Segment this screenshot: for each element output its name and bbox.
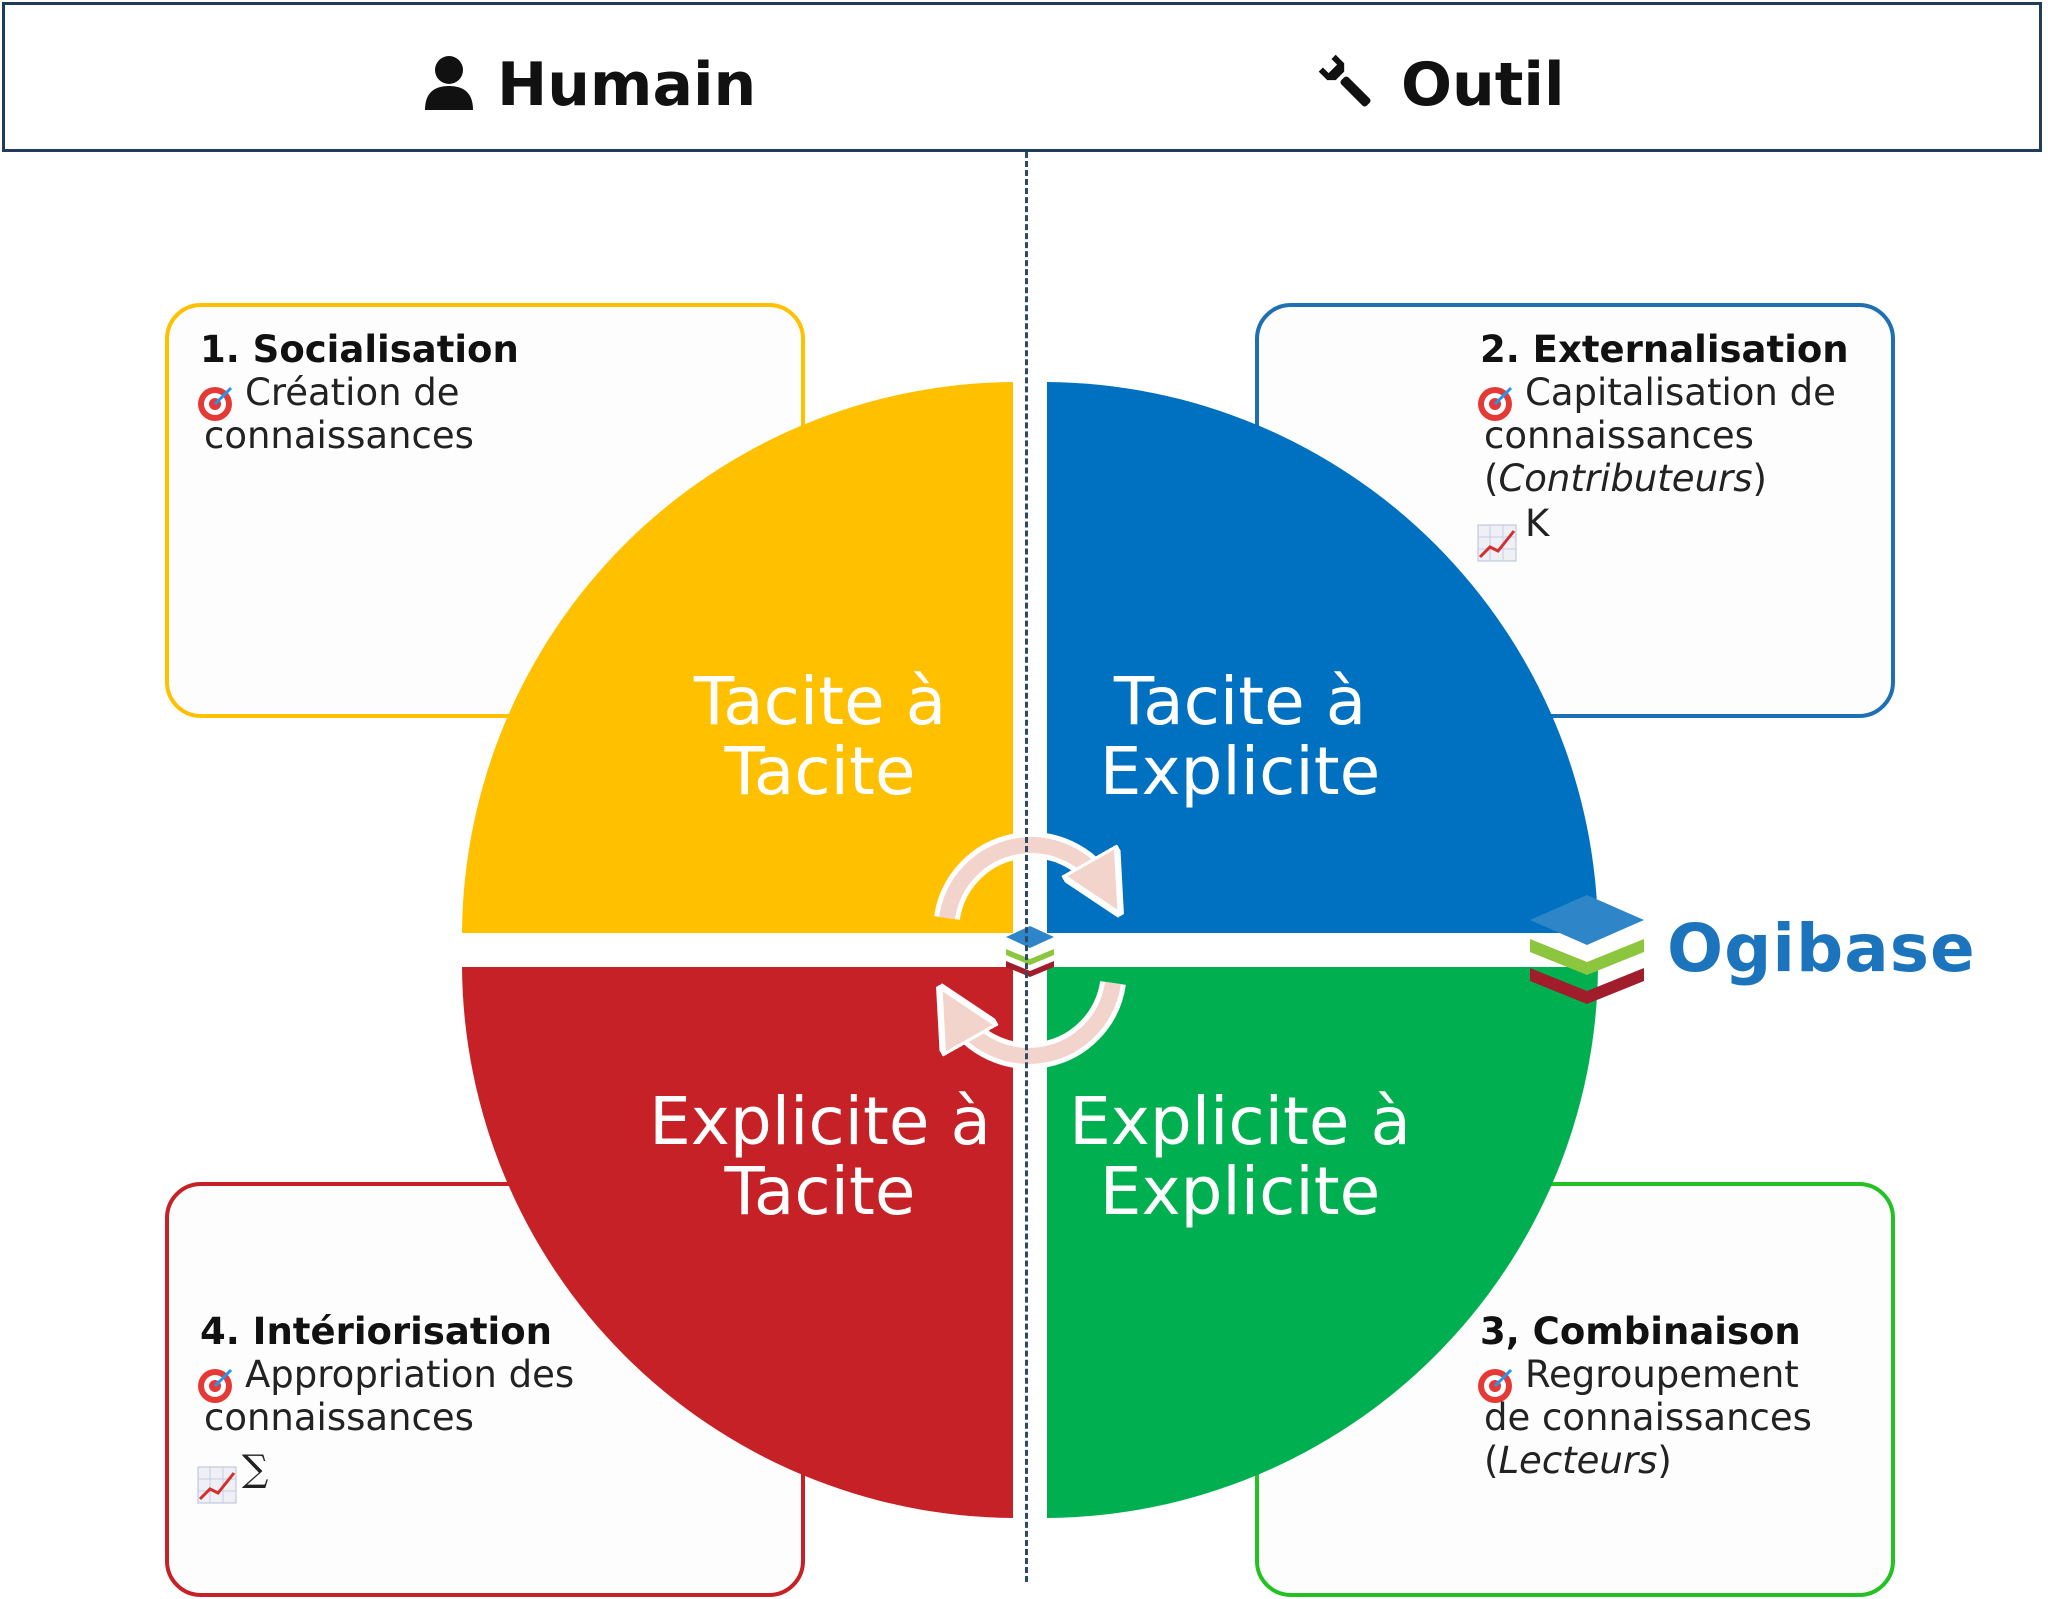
interiorisation-goal-line1: Appropriation des — [245, 1353, 575, 1396]
paren-open: ( — [1484, 1439, 1499, 1482]
header-humain-label: Humain — [497, 50, 757, 120]
combinaison-goal-line1: Regroupement — [1525, 1353, 1799, 1396]
quadrant-label-explicite-tacite: Explicite à Tacite — [645, 1087, 995, 1227]
quadrant-label-tacite-explicite: Tacite à Explicite — [1085, 667, 1395, 807]
quadrant-tacite-explicite — [1047, 382, 1598, 933]
quadrant-tacite-tacite — [462, 382, 1013, 933]
combinaison-content: 3, Combinaison Regroupement de connaissa… — [1480, 1310, 1812, 1482]
target-icon — [1478, 1368, 1513, 1403]
quadrant-label-explicite-explicite: Explicite à Explicite — [1065, 1087, 1415, 1227]
user-icon — [423, 54, 475, 117]
combinaison-goal-line2: de connaissances — [1484, 1396, 1812, 1439]
quadrant-label-line2: Tacite — [724, 1153, 916, 1230]
paren-open: ( — [1484, 457, 1499, 500]
cycle-arrows-icon — [934, 832, 1126, 1069]
target-icon — [1478, 386, 1513, 421]
combinaison-title: 3, Combinaison — [1480, 1310, 1801, 1353]
interiorisation-content: 4. Intériorisation Appropriation des con… — [200, 1310, 574, 1490]
target-icon — [198, 1368, 233, 1403]
quadrant-label-line2: Explicite — [1099, 733, 1381, 810]
socialisation-content: 1. Socialisation Création de connaissanc… — [200, 328, 519, 457]
socialisation-goal-line2: connaissances — [204, 414, 474, 457]
ogibase-logo-icon — [1530, 895, 1644, 1004]
chart-trend-icon — [197, 1466, 237, 1504]
header-outil: Outil — [1315, 45, 1565, 125]
header-outil-label: Outil — [1401, 50, 1565, 120]
interiorisation-goal-line2: connaissances — [204, 1396, 474, 1439]
quadrant-label-line1: Tacite à — [693, 663, 947, 740]
quadrant-label-tacite-tacite: Tacite à Tacite — [665, 667, 975, 807]
externalisation-metric: K — [1525, 502, 1550, 545]
ogibase-center-logo — [1006, 926, 1054, 977]
target-icon — [198, 386, 233, 421]
paren-close: ) — [1657, 1439, 1672, 1482]
externalisation-content: 2. Externalisation Capitalisation de con… — [1480, 328, 1849, 545]
wrench-icon — [1315, 51, 1379, 120]
quadrant-label-line1: Explicite à — [649, 1083, 991, 1160]
interiorisation-title: 4. Intériorisation — [200, 1310, 552, 1353]
quadrant-explicite-tacite — [462, 967, 1013, 1518]
externalisation-goal-line3: (Contributeurs) — [1480, 457, 1849, 500]
paren-close: ) — [1752, 457, 1767, 500]
externalisation-goal-line1: Capitalisation de — [1525, 371, 1836, 414]
combinaison-goal-line3: (Lecteurs) — [1480, 1439, 1812, 1482]
contributeurs-text: Contributeurs — [1498, 457, 1753, 500]
header-bar: Humain Outil — [2, 2, 2042, 152]
externalisation-title: 2. Externalisation — [1480, 328, 1849, 371]
quadrant-explicite-explicite — [1047, 967, 1598, 1518]
socialisation-goal-line1: Création de — [245, 371, 460, 414]
quadrant-label-line2: Tacite — [724, 733, 916, 810]
chart-trend-icon — [1477, 524, 1517, 562]
center-divider — [1025, 152, 1028, 1582]
header-humain: Humain — [423, 45, 756, 125]
quadrant-label-line1: Explicite à — [1069, 1083, 1411, 1160]
interiorisation-metric: ∑ — [242, 1447, 269, 1490]
socialisation-title: 1. Socialisation — [200, 328, 519, 371]
ogibase-logo-text: Ogibase — [1667, 910, 1976, 987]
lecteurs-text: Lecteurs — [1498, 1439, 1658, 1482]
quadrant-label-line1: Tacite à — [1113, 663, 1367, 740]
externalisation-goal-line2: connaissances — [1484, 414, 1754, 457]
quadrant-label-line2: Explicite — [1099, 1153, 1381, 1230]
